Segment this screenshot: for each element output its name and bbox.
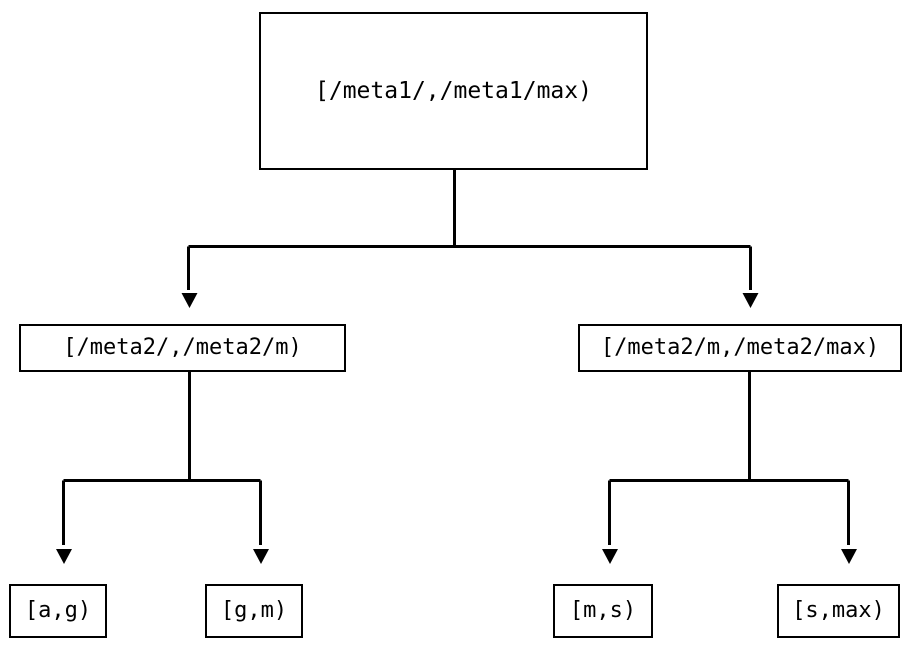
node-leaf-ag-label: [a,g)	[24, 598, 92, 623]
node-meta2-high: [/meta2/m,/meta2/max)	[578, 324, 902, 372]
arrowhead-to-meta2-low	[181, 293, 198, 308]
node-leaf-ms-label: [m,s)	[569, 598, 637, 623]
node-leaf-ms: [m,s)	[553, 584, 653, 638]
arrowhead-to-leaf-gm	[253, 549, 269, 564]
node-meta2-high-label: [/meta2/m,/meta2/max)	[600, 335, 880, 360]
arrowhead-to-meta2-high	[742, 293, 759, 308]
node-leaf-gm: [g,m)	[205, 584, 303, 638]
node-leaf-smax: [s,max)	[777, 584, 900, 638]
node-leaf-gm-label: [g,m)	[220, 598, 288, 623]
node-leaf-smax-label: [s,max)	[792, 598, 885, 623]
arrowhead-to-leaf-smax	[841, 549, 857, 564]
node-root-label: [/meta1/,/meta1/max)	[315, 77, 592, 104]
arrowhead-to-leaf-ms	[602, 549, 618, 564]
node-leaf-ag: [a,g)	[9, 584, 107, 638]
node-meta2-low: [/meta2/,/meta2/m)	[19, 324, 346, 372]
arrowhead-to-leaf-ag	[56, 549, 72, 564]
node-meta2-low-label: [/meta2/,/meta2/m)	[63, 335, 302, 360]
node-root: [/meta1/,/meta1/max)	[259, 12, 648, 170]
